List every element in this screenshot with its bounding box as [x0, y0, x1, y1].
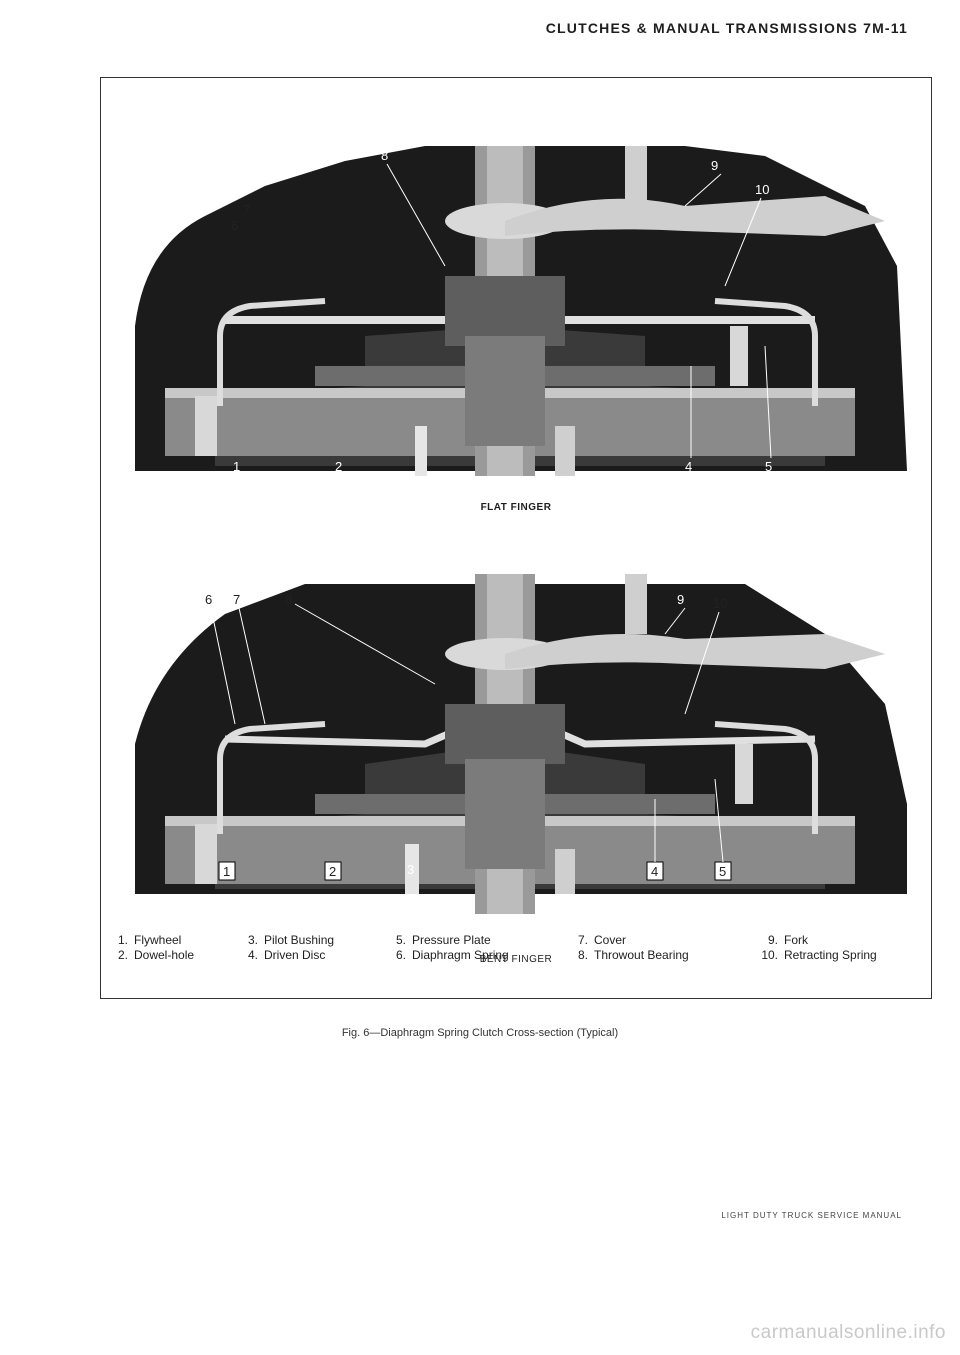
flat-finger-diagram: 1 2 4 5 6 7 8 9 10	[135, 146, 907, 476]
label-5: 5	[719, 864, 726, 879]
legend-item: 2.Dowel-hole	[117, 948, 195, 962]
page-header: CLUTCHES & MANUAL TRANSMISSIONS 7M-11	[545, 20, 908, 36]
label-7: 7	[243, 202, 250, 217]
legend-col-4: 7.Cover 8.Throwout Bearing	[570, 933, 689, 963]
legend-item: 7.Cover	[577, 933, 627, 947]
legend-item: 5.Pressure Plate	[395, 933, 491, 947]
manual-footer: LIGHT DUTY TRUCK SERVICE MANUAL	[721, 1211, 902, 1220]
bent-finger-caption: BENT FINGER	[479, 954, 553, 965]
label-7: 7	[233, 592, 240, 607]
legend-item: 4.Driven Disc	[247, 948, 326, 962]
legend-item: 3.Pilot Bushing	[247, 933, 335, 947]
label-4: 4	[685, 459, 692, 474]
label-8: 8	[285, 592, 292, 607]
label-2: 2	[335, 459, 342, 474]
label-9: 9	[677, 592, 684, 607]
legend-col-5: 9.Fork 10.Retracting Spring	[760, 933, 877, 963]
label-10: 10	[755, 182, 769, 197]
label-5: 5	[765, 459, 772, 474]
label-1: 1	[223, 864, 230, 879]
label-2: 2	[329, 864, 336, 879]
label-8: 8	[381, 148, 388, 163]
legend-item: 6.Diaphragm Spring	[395, 948, 509, 962]
legend-item: 10.Retracting Spring	[761, 948, 877, 962]
label-9: 9	[711, 158, 718, 173]
figure-frame: 1 2 4 5 6 7 8 9 10 FLAT FINGER	[100, 77, 932, 999]
legend-item: 9.Fork	[767, 933, 808, 947]
flat-finger-caption: FLAT FINGER	[480, 502, 552, 513]
legend-col-3: 5.Pressure Plate 6.Diaphragm Spring	[388, 933, 509, 963]
watermark: carmanualsonline.info	[750, 1322, 946, 1343]
legend-item: 1.Flywheel	[117, 933, 182, 947]
bent-finger-diagram: 1 2 3 4 5 6 7 8 9 10	[135, 574, 907, 914]
label-3: 3	[407, 862, 414, 877]
label-10: 10	[713, 596, 727, 611]
legend-item: 8.Throwout Bearing	[577, 948, 689, 962]
figure-caption: Fig. 6—Diaphragm Spring Clutch Cross-sec…	[341, 1027, 619, 1039]
legend-col-2: 3.Pilot Bushing 4.Driven Disc	[240, 933, 334, 963]
flat-finger-cross-section: 1 2 4 5 6 7 8 9 10	[125, 126, 907, 476]
label-1: 1	[233, 459, 240, 474]
label-4: 4	[651, 864, 658, 879]
label-6: 6	[231, 218, 238, 233]
label-6: 6	[205, 592, 212, 607]
bent-finger-cross-section: 1 2 3 4 5 6 7 8 9 10	[125, 574, 907, 919]
legend-col-1: 1.Flywheel 2.Dowel-hole	[110, 933, 194, 963]
